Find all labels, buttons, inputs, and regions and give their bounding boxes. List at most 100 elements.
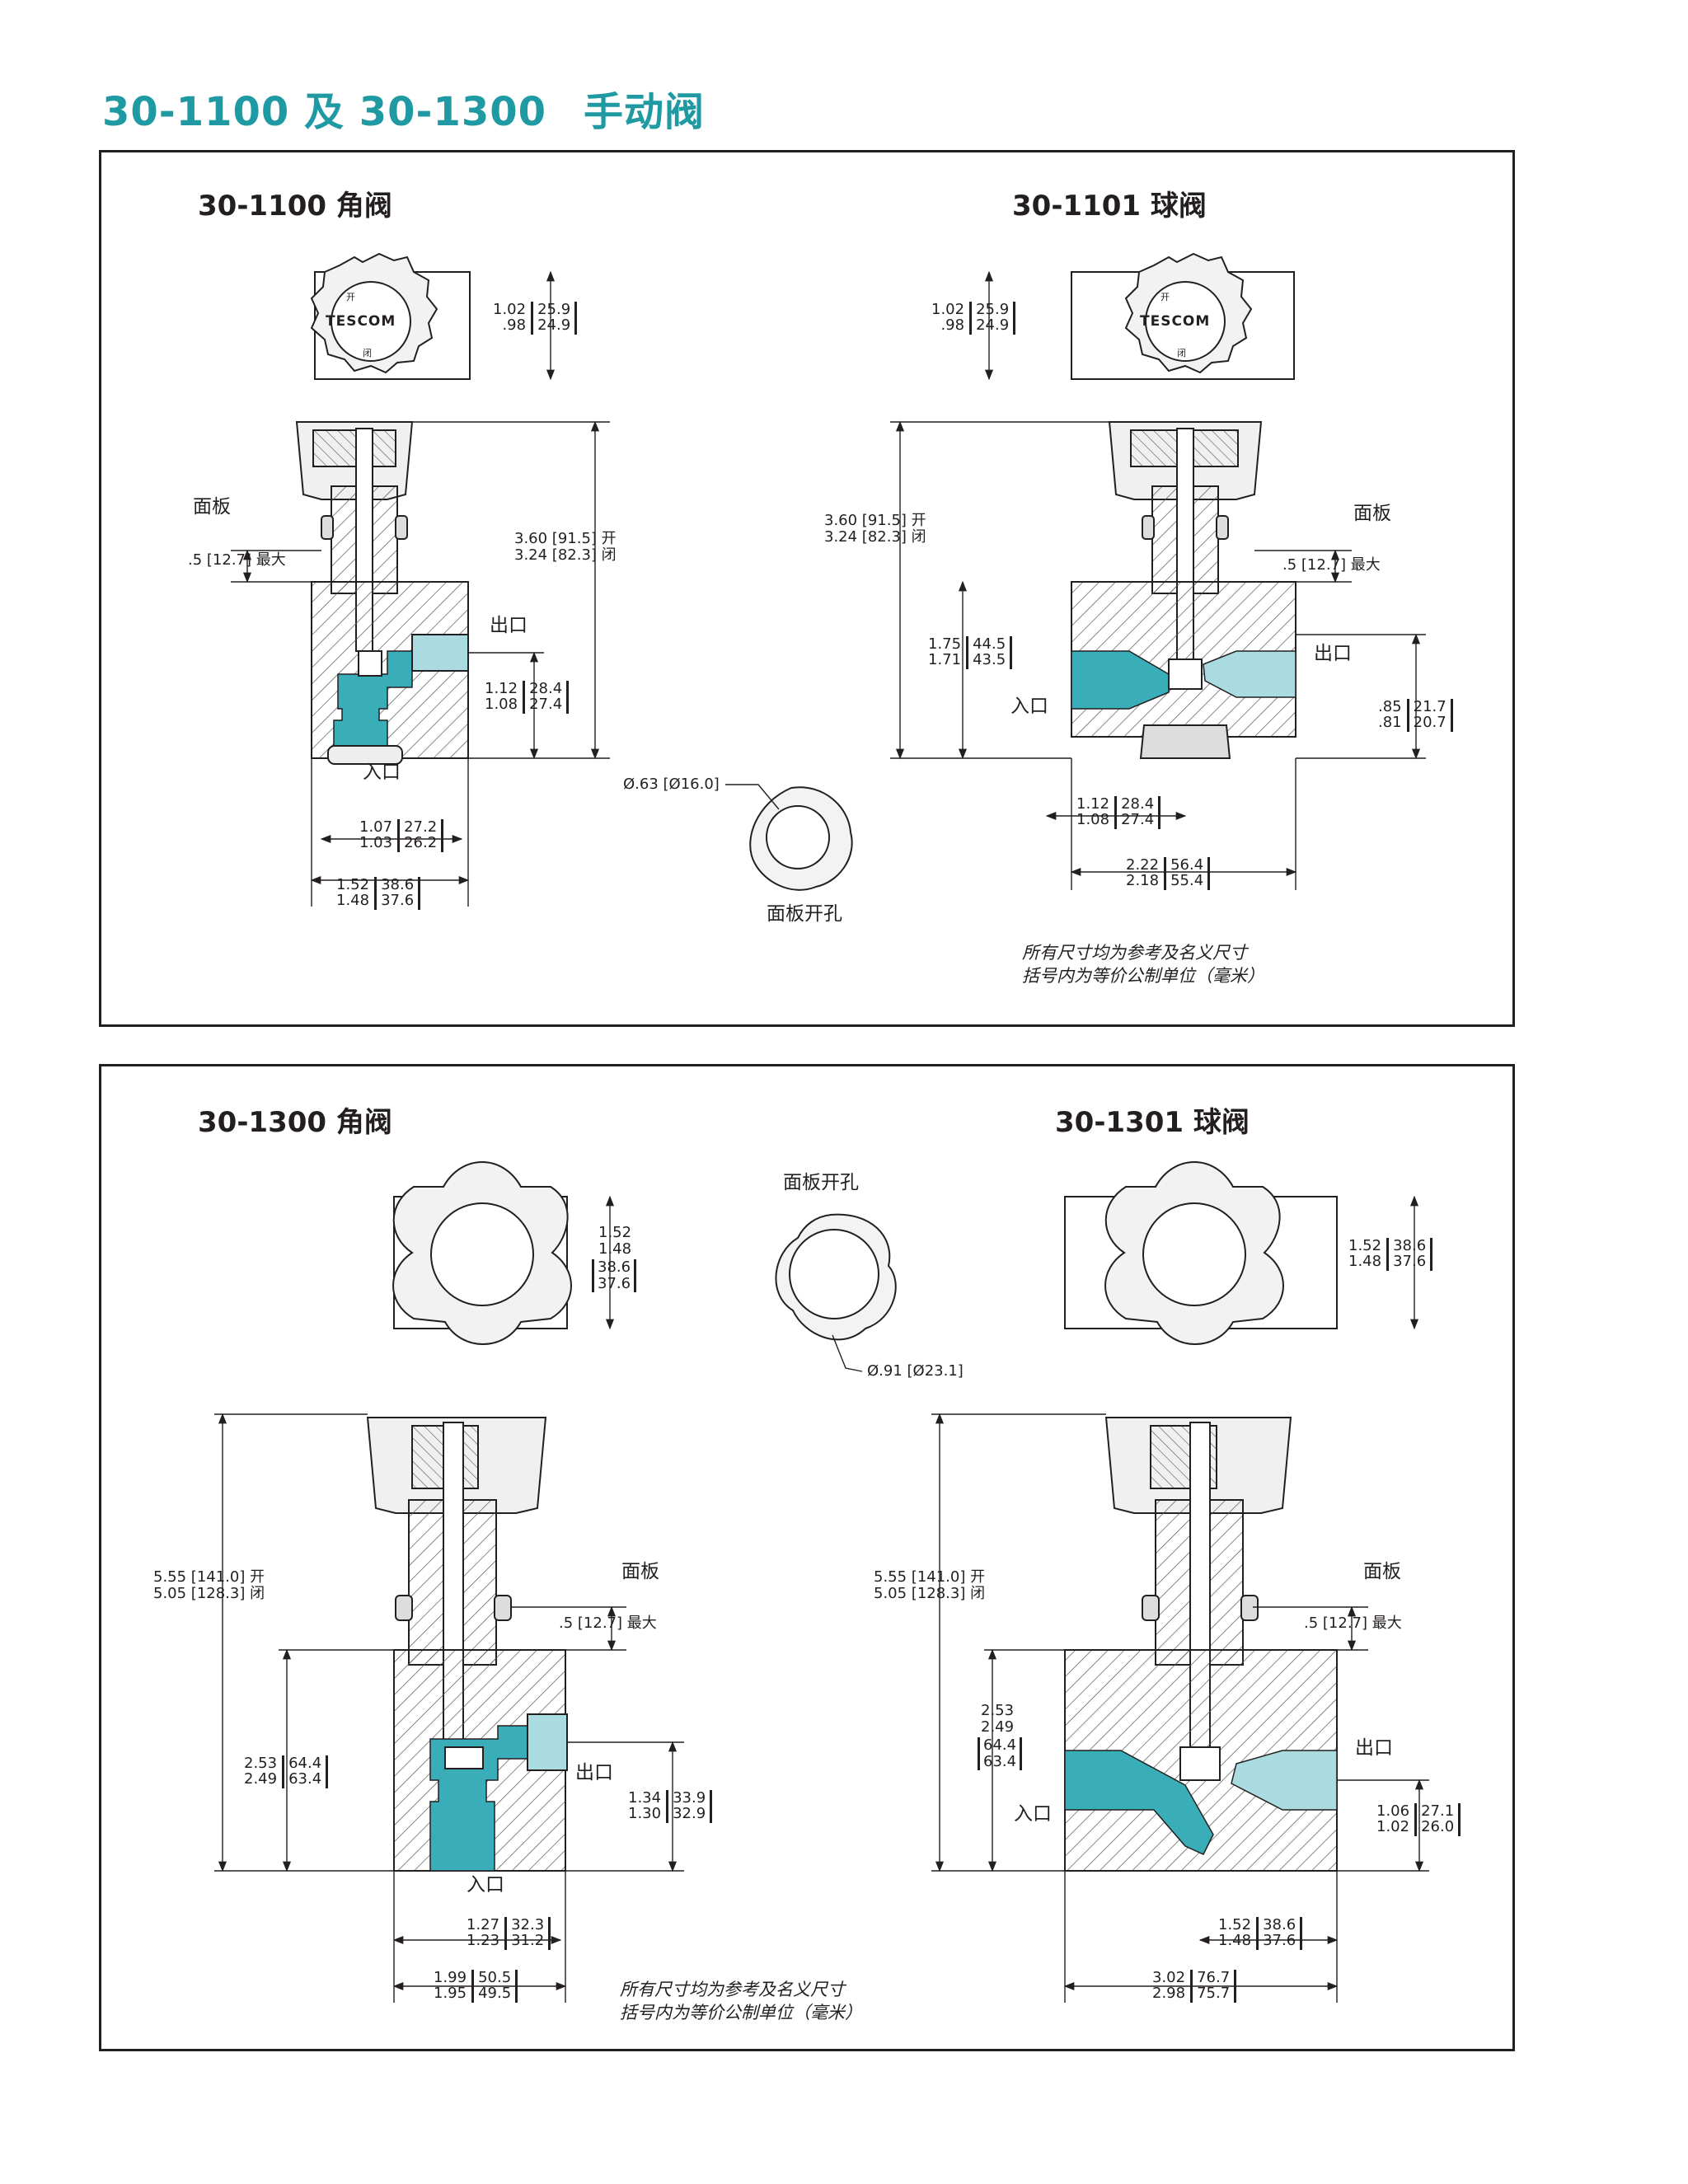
outlet-label-2: 出口 (1314, 643, 1352, 664)
drawing-30-1301 (1064, 1161, 1338, 1872)
title-30-1101: 30-1101 球阀 (1012, 190, 1207, 223)
outlet-dim-mm: 33.9 32.9 (666, 1790, 713, 1823)
outlet-dim-in: 1.34 1.30 (628, 1789, 662, 1822)
knob-dim-30-1300-in: 1.52 1.48 (598, 1224, 632, 1258)
outlet-dim-30-1101: .85 .81 21.7 20.7 (1378, 699, 1453, 732)
inlet-label-1: 入口 (363, 762, 401, 783)
panel-label-1: 面板 (193, 496, 231, 518)
cutout-label-1: 面板开孔 (767, 903, 842, 925)
w1-mm: 28.4 27.4 (1114, 796, 1161, 829)
drawing-30-1101 (1071, 252, 1296, 759)
cutout-label-2: 面板开孔 (783, 1172, 859, 1193)
outlet-dim-in: 1.06 1.02 (1376, 1802, 1410, 1835)
knob-dim-in: 1.02 .98 (493, 301, 527, 334)
w1-in: 1.52 1.48 (1218, 1916, 1252, 1949)
height-30-1100: 3.60 [91.5] 开 3.24 [82.3] 闭 (514, 530, 617, 564)
w1-30-1300: 1.27 1.23 32.3 31.2 (467, 1917, 551, 1950)
w2-30-1300: 1.99 1.95 50.5 49.5 (434, 1970, 518, 2003)
outlet-label-3: 出口 (575, 1762, 613, 1783)
body-dim-30-1301-in: 2.53 2.49 (981, 1702, 1015, 1736)
brand-logo-2: TESCOM (1140, 313, 1211, 330)
outlet-dim-mm: 28.4 27.4 (523, 681, 570, 714)
knob-dim-mm: 38.6 37.6 (1386, 1238, 1433, 1271)
w2-in: 3.02 2.98 (1152, 1969, 1186, 2002)
w1-mm: 32.3 31.2 (504, 1917, 551, 1950)
body-dim-mm: 64.4 63.4 (282, 1755, 329, 1788)
w2-mm: 56.4 55.4 (1164, 857, 1211, 890)
panel-label-2: 面板 (1353, 503, 1391, 524)
w2-in: 1.99 1.95 (434, 1969, 467, 2002)
outlet-dim-mm: 21.7 20.7 (1406, 699, 1453, 732)
note-text-2: 所有尺寸均为参考及名义尺寸 括号内为等价公制单位（毫米） (620, 1980, 862, 2023)
w2-30-1101: 2.22 2.18 56.4 55.4 (1126, 856, 1211, 890)
inlet-label-2: 入口 (1010, 696, 1048, 717)
knob-dim-in: 1.02 .98 (931, 301, 965, 334)
w2-in: 1.52 1.48 (336, 876, 370, 909)
w1-in: 1.07 1.03 (359, 818, 393, 851)
height-30-1101: 3.60 [91.5] 开 3.24 [82.3] 闭 (824, 512, 926, 546)
height-30-1300: 5.55 [141.0] 开 5.05 [128.3] 闭 (153, 1568, 265, 1602)
title-30-1301: 30-1301 球阀 (1055, 1106, 1250, 1139)
panel-max-1: .5 [12.7] 最大 (188, 551, 286, 569)
panel-max-2: .5 [12.7] 最大 (1282, 556, 1381, 574)
w1-30-1101: 1.12 1.08 28.4 27.4 (1076, 795, 1161, 829)
page-title-models: 30-1100 及 30-1300 (102, 89, 547, 135)
open-mark-1: 开 (346, 292, 355, 302)
inlet-dim-in: 1.75 1.71 (928, 635, 962, 668)
drawing-30-1100 (295, 252, 471, 765)
w1-in: 1.12 1.08 (1076, 795, 1110, 828)
knob-dim-30-1100: 1.02 .98 25.9 24.9 (493, 301, 578, 335)
outlet-label-4: 出口 (1355, 1737, 1393, 1759)
knob-dim-in: 1.52 1.48 (1348, 1237, 1382, 1270)
drawing-30-1300 (366, 1161, 572, 1872)
outlet-dim-mm: 27.1 26.0 (1414, 1803, 1461, 1836)
w2-in: 2.22 2.18 (1126, 856, 1160, 889)
panel-label-4: 面板 (1363, 1561, 1401, 1582)
title-30-1300: 30-1300 角阀 (198, 1106, 392, 1139)
w1-30-1301: 1.52 1.48 38.6 37.6 (1218, 1916, 1303, 1950)
close-mark-1: 闭 (363, 348, 372, 359)
knob-dim-30-1300-mm: 38.6 37.6 (592, 1259, 637, 1292)
w2-mm: 50.5 49.5 (471, 1970, 518, 2003)
title-30-1100: 30-1100 角阀 (198, 190, 392, 223)
w1-30-1100: 1.07 1.03 27.2 26.2 (359, 818, 444, 852)
height-30-1301: 5.55 [141.0] 开 5.05 [128.3] 闭 (874, 1568, 986, 1602)
w2-mm: 38.6 37.6 (374, 877, 421, 910)
outlet-dim-30-1100: 1.12 1.08 28.4 27.4 (485, 680, 570, 714)
w2-30-1301: 3.02 2.98 76.7 75.7 (1152, 1969, 1237, 2003)
open-mark-2: 开 (1160, 292, 1170, 302)
panel-max-4: .5 [12.7] 最大 (1304, 1615, 1402, 1632)
knob-dim-30-1101: 1.02 .98 25.9 24.9 (931, 301, 1016, 335)
note-text-1: 所有尺寸均为参考及名义尺寸 括号内为等价公制单位（毫米） (1022, 943, 1264, 987)
outlet-dim-30-1300: 1.34 1.30 33.9 32.9 (628, 1789, 713, 1823)
inlet-label-3: 入口 (467, 1874, 504, 1896)
note-panel-2: 所有尺寸均为参考及名义尺寸 括号内为等价公制单位（毫米） (620, 1978, 862, 2025)
note-panel-1: 所有尺寸均为参考及名义尺寸 括号内为等价公制单位（毫米） (1022, 941, 1264, 988)
cutout-dia-1: Ø.63 [Ø16.0] (623, 776, 720, 793)
outlet-dim-30-1301: 1.06 1.02 27.1 26.0 (1376, 1803, 1461, 1836)
panel-label-3: 面板 (621, 1561, 659, 1582)
w2-mm: 76.7 75.7 (1190, 1970, 1237, 2003)
body-dim-30-1301-mm: 64.4 63.4 (978, 1737, 1023, 1770)
inlet-label-4: 入口 (1014, 1803, 1052, 1825)
w1-mm: 38.6 37.6 (1256, 1917, 1303, 1950)
brand-logo-1: TESCOM (326, 313, 396, 330)
w1-mm: 27.2 26.2 (397, 819, 444, 852)
inlet-dim-30-1101: 1.75 1.71 44.5 43.5 (928, 635, 1013, 669)
outlet-label-1: 出口 (490, 615, 528, 636)
knob-dim-30-1301: 1.52 1.48 38.6 37.6 (1348, 1237, 1433, 1271)
outlet-dim-in: 1.12 1.08 (485, 680, 518, 713)
body-dim-in: 2.53 2.49 (244, 1755, 278, 1788)
page-title-kind: 手动阀 (584, 89, 706, 135)
panel-30-1300 (99, 1064, 1515, 2051)
panel-30-1100 (99, 150, 1515, 1027)
knob-dim-mm: 25.9 24.9 (531, 302, 578, 335)
body-dim-30-1300: 2.53 2.49 64.4 63.4 (244, 1755, 329, 1788)
inlet-dim-mm: 44.5 43.5 (966, 636, 1013, 669)
outlet-dim-in: .85 .81 (1378, 698, 1402, 731)
w2-30-1100: 1.52 1.48 38.6 37.6 (336, 876, 421, 910)
cutout-dia-2: Ø.91 [Ø23.1] (867, 1362, 964, 1380)
w1-in: 1.27 1.23 (467, 1916, 500, 1949)
knob-dim-mm: 25.9 24.9 (969, 302, 1016, 335)
